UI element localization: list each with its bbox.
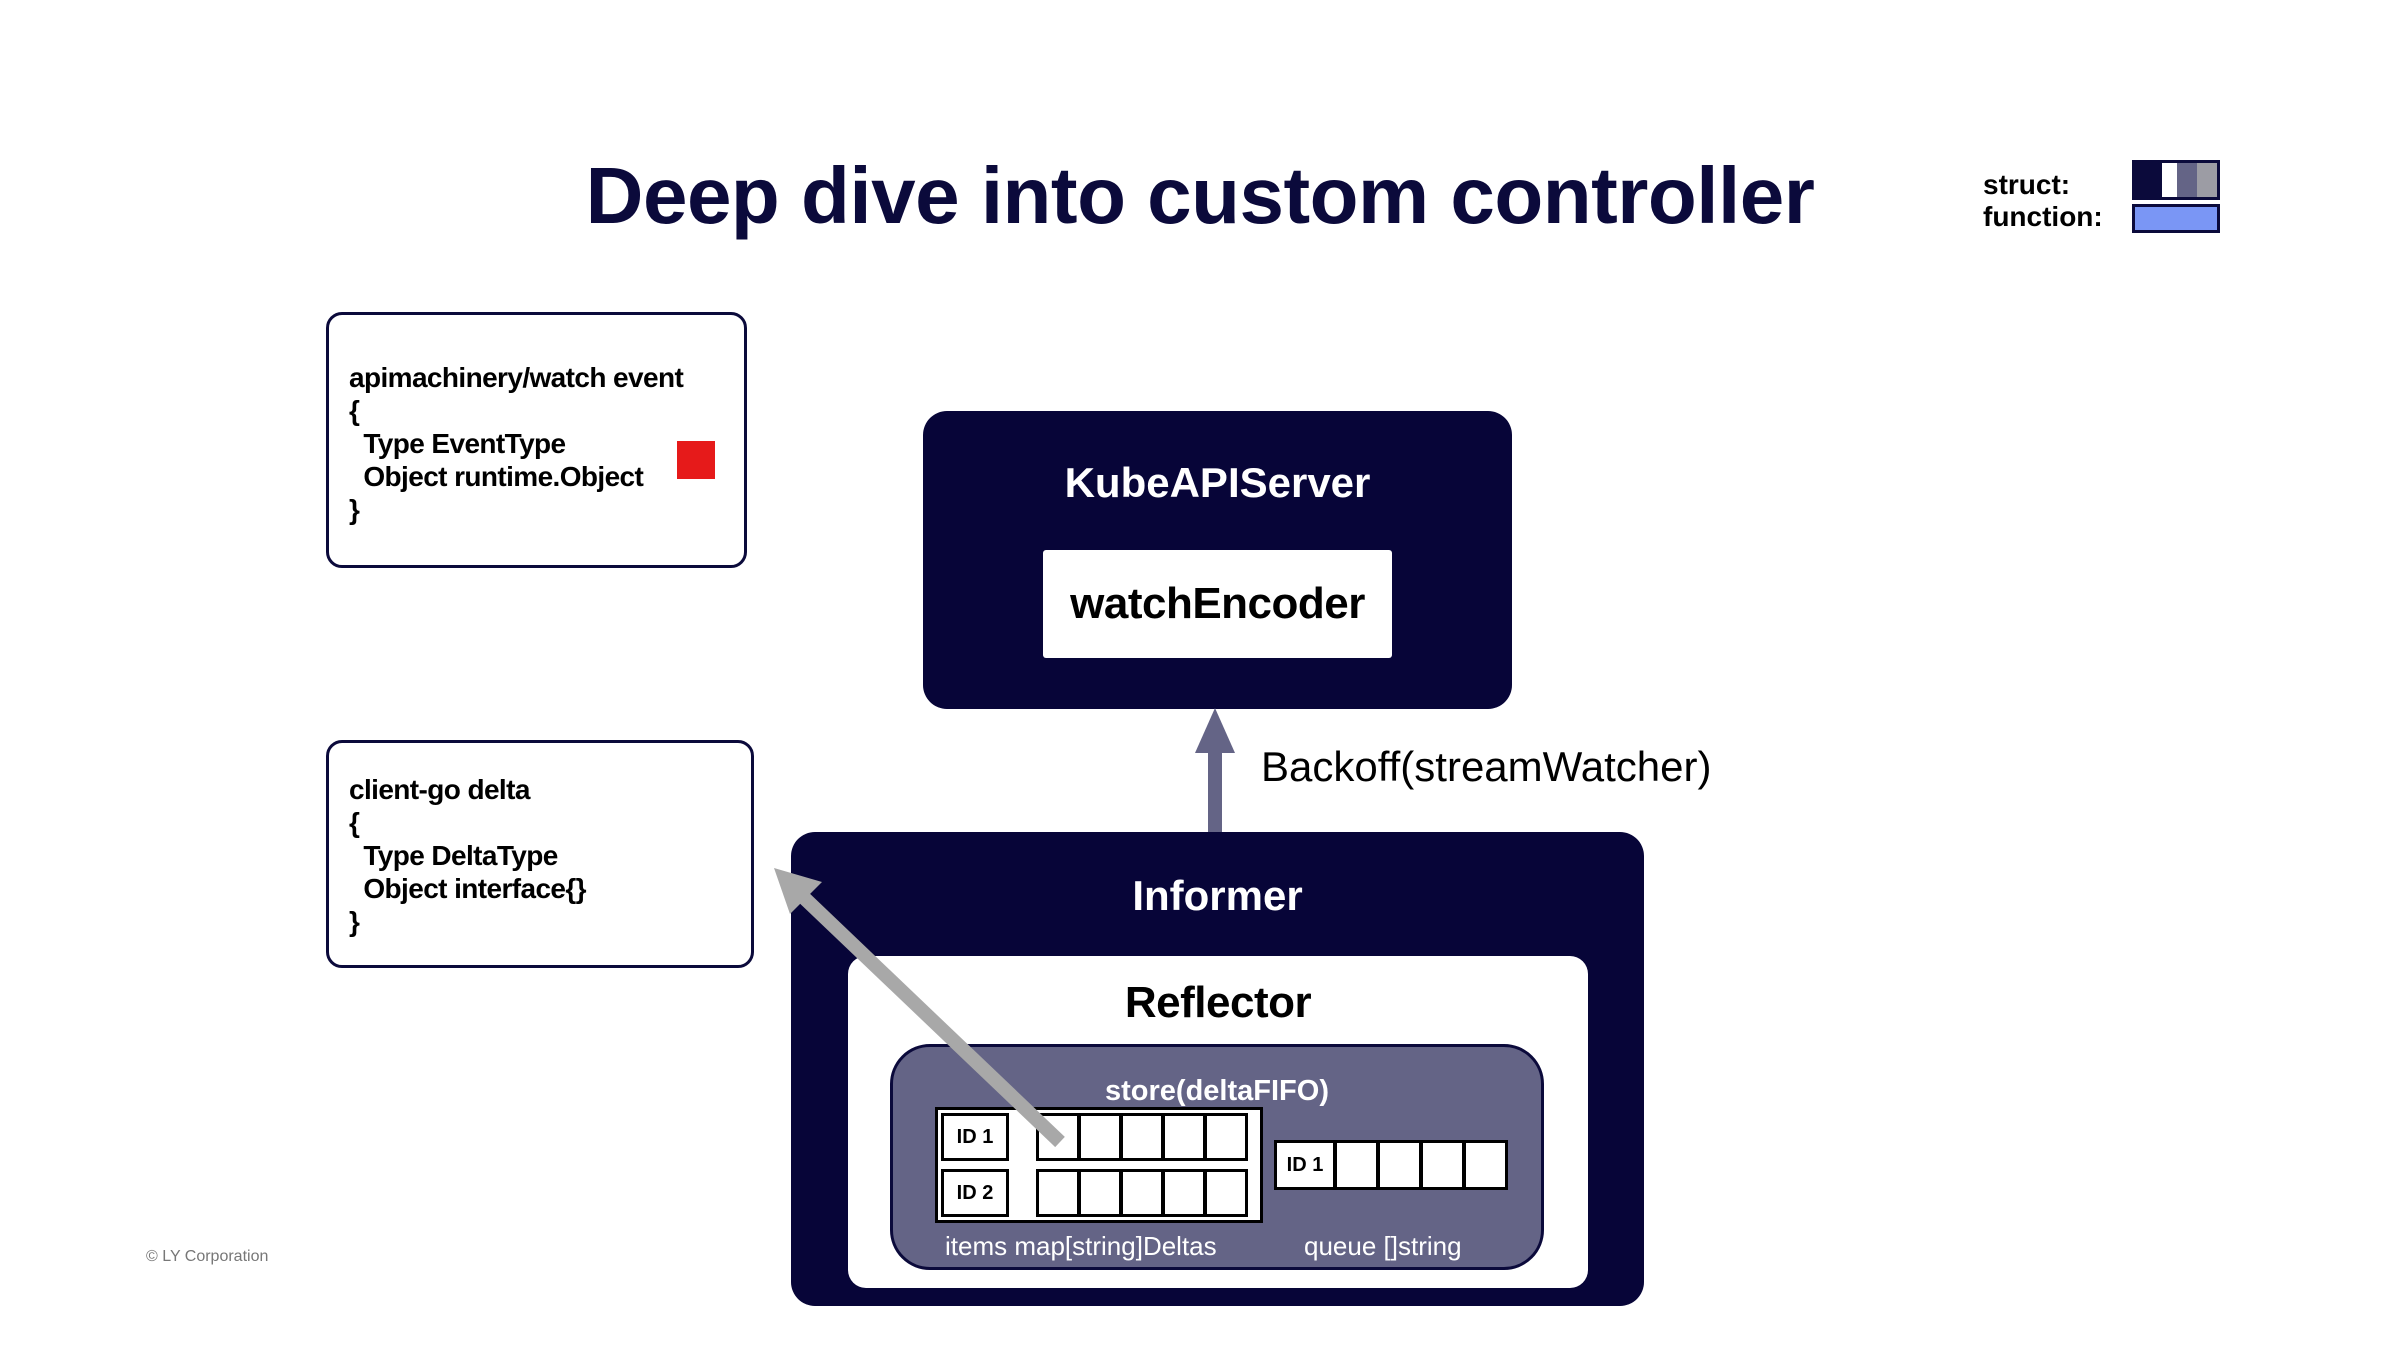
delta-line: Object interface{}	[349, 873, 586, 904]
watch-event-line: Object runtime.Object	[349, 461, 644, 492]
queue-cell	[1334, 1140, 1379, 1190]
watch-event-line: }	[349, 494, 360, 525]
kube-api-server-title: KubeAPIServer	[1064, 459, 1371, 506]
reflector-box: Reflector store(deltaFIFO) ID 1 ID 2	[848, 956, 1588, 1288]
item-id-label: ID 1	[941, 1113, 1009, 1161]
items-caption: items map[string]Deltas	[945, 1231, 1217, 1261]
footer-copyright: © LY Corporation	[146, 1248, 269, 1265]
delta-cell	[1204, 1169, 1248, 1217]
delta-line: Type DeltaType	[349, 840, 558, 871]
store-title: store(deltaFIFO)	[1105, 1075, 1329, 1107]
delta-line: {	[349, 807, 360, 838]
red-square-marker	[677, 441, 715, 479]
watch-event-line: {	[349, 395, 360, 426]
delta-cell	[1036, 1169, 1080, 1217]
legend-struct-swatch	[2132, 160, 2220, 200]
delta-line: }	[349, 906, 360, 937]
watch-encoder-label: watchEncoder	[1070, 579, 1365, 628]
delta-cell	[1162, 1169, 1206, 1217]
up-arrow	[1195, 708, 1235, 835]
delta-line: client-go delta	[349, 774, 530, 805]
watch-event-line: Type EventType	[349, 428, 566, 459]
page-title: Deep dive into custom controller	[585, 151, 1815, 240]
watch-event-line: apimachinery/watch event	[349, 362, 684, 393]
delta-cell	[1078, 1169, 1122, 1217]
queue-container: ID 1	[1274, 1140, 1508, 1190]
items-map-container: ID 1 ID 2	[935, 1107, 1263, 1223]
queue-caption: queue []string	[1304, 1231, 1462, 1261]
queue-id-label: ID 1	[1274, 1140, 1336, 1190]
diagonal-arrow	[774, 868, 1065, 1148]
legend-function-swatch	[2132, 204, 2220, 233]
delta-cell	[1162, 1113, 1206, 1161]
item-id-label: ID 2	[941, 1169, 1009, 1217]
queue-cell	[1420, 1140, 1465, 1190]
informer-box: Informer Reflector store(deltaFIFO) ID 1…	[791, 832, 1644, 1306]
watch-event-box: apimachinery/watch event { Type EventTyp…	[326, 312, 747, 568]
delta-cell	[1120, 1169, 1164, 1217]
delta-cell	[1204, 1113, 1248, 1161]
delta-box: client-go delta { Type DeltaType Object …	[326, 740, 754, 968]
queue-cell	[1463, 1140, 1508, 1190]
kube-api-server-box: KubeAPIServer watchEncoder	[923, 411, 1512, 709]
delta-cell	[1078, 1113, 1122, 1161]
legend-struct-label: struct:	[1983, 169, 2071, 200]
informer-title: Informer	[1132, 872, 1303, 919]
watch-encoder-box: watchEncoder	[1043, 550, 1392, 658]
legend-function-label: function:	[1983, 201, 2103, 232]
delta-cell	[1120, 1113, 1164, 1161]
reflector-title: Reflector	[1124, 978, 1312, 1027]
store-delta-fifo-box: store(deltaFIFO) ID 1 ID 2 ID 1	[890, 1044, 1544, 1270]
backoff-label: Backoff(streamWatcher)	[1261, 743, 1712, 790]
queue-cell	[1377, 1140, 1422, 1190]
